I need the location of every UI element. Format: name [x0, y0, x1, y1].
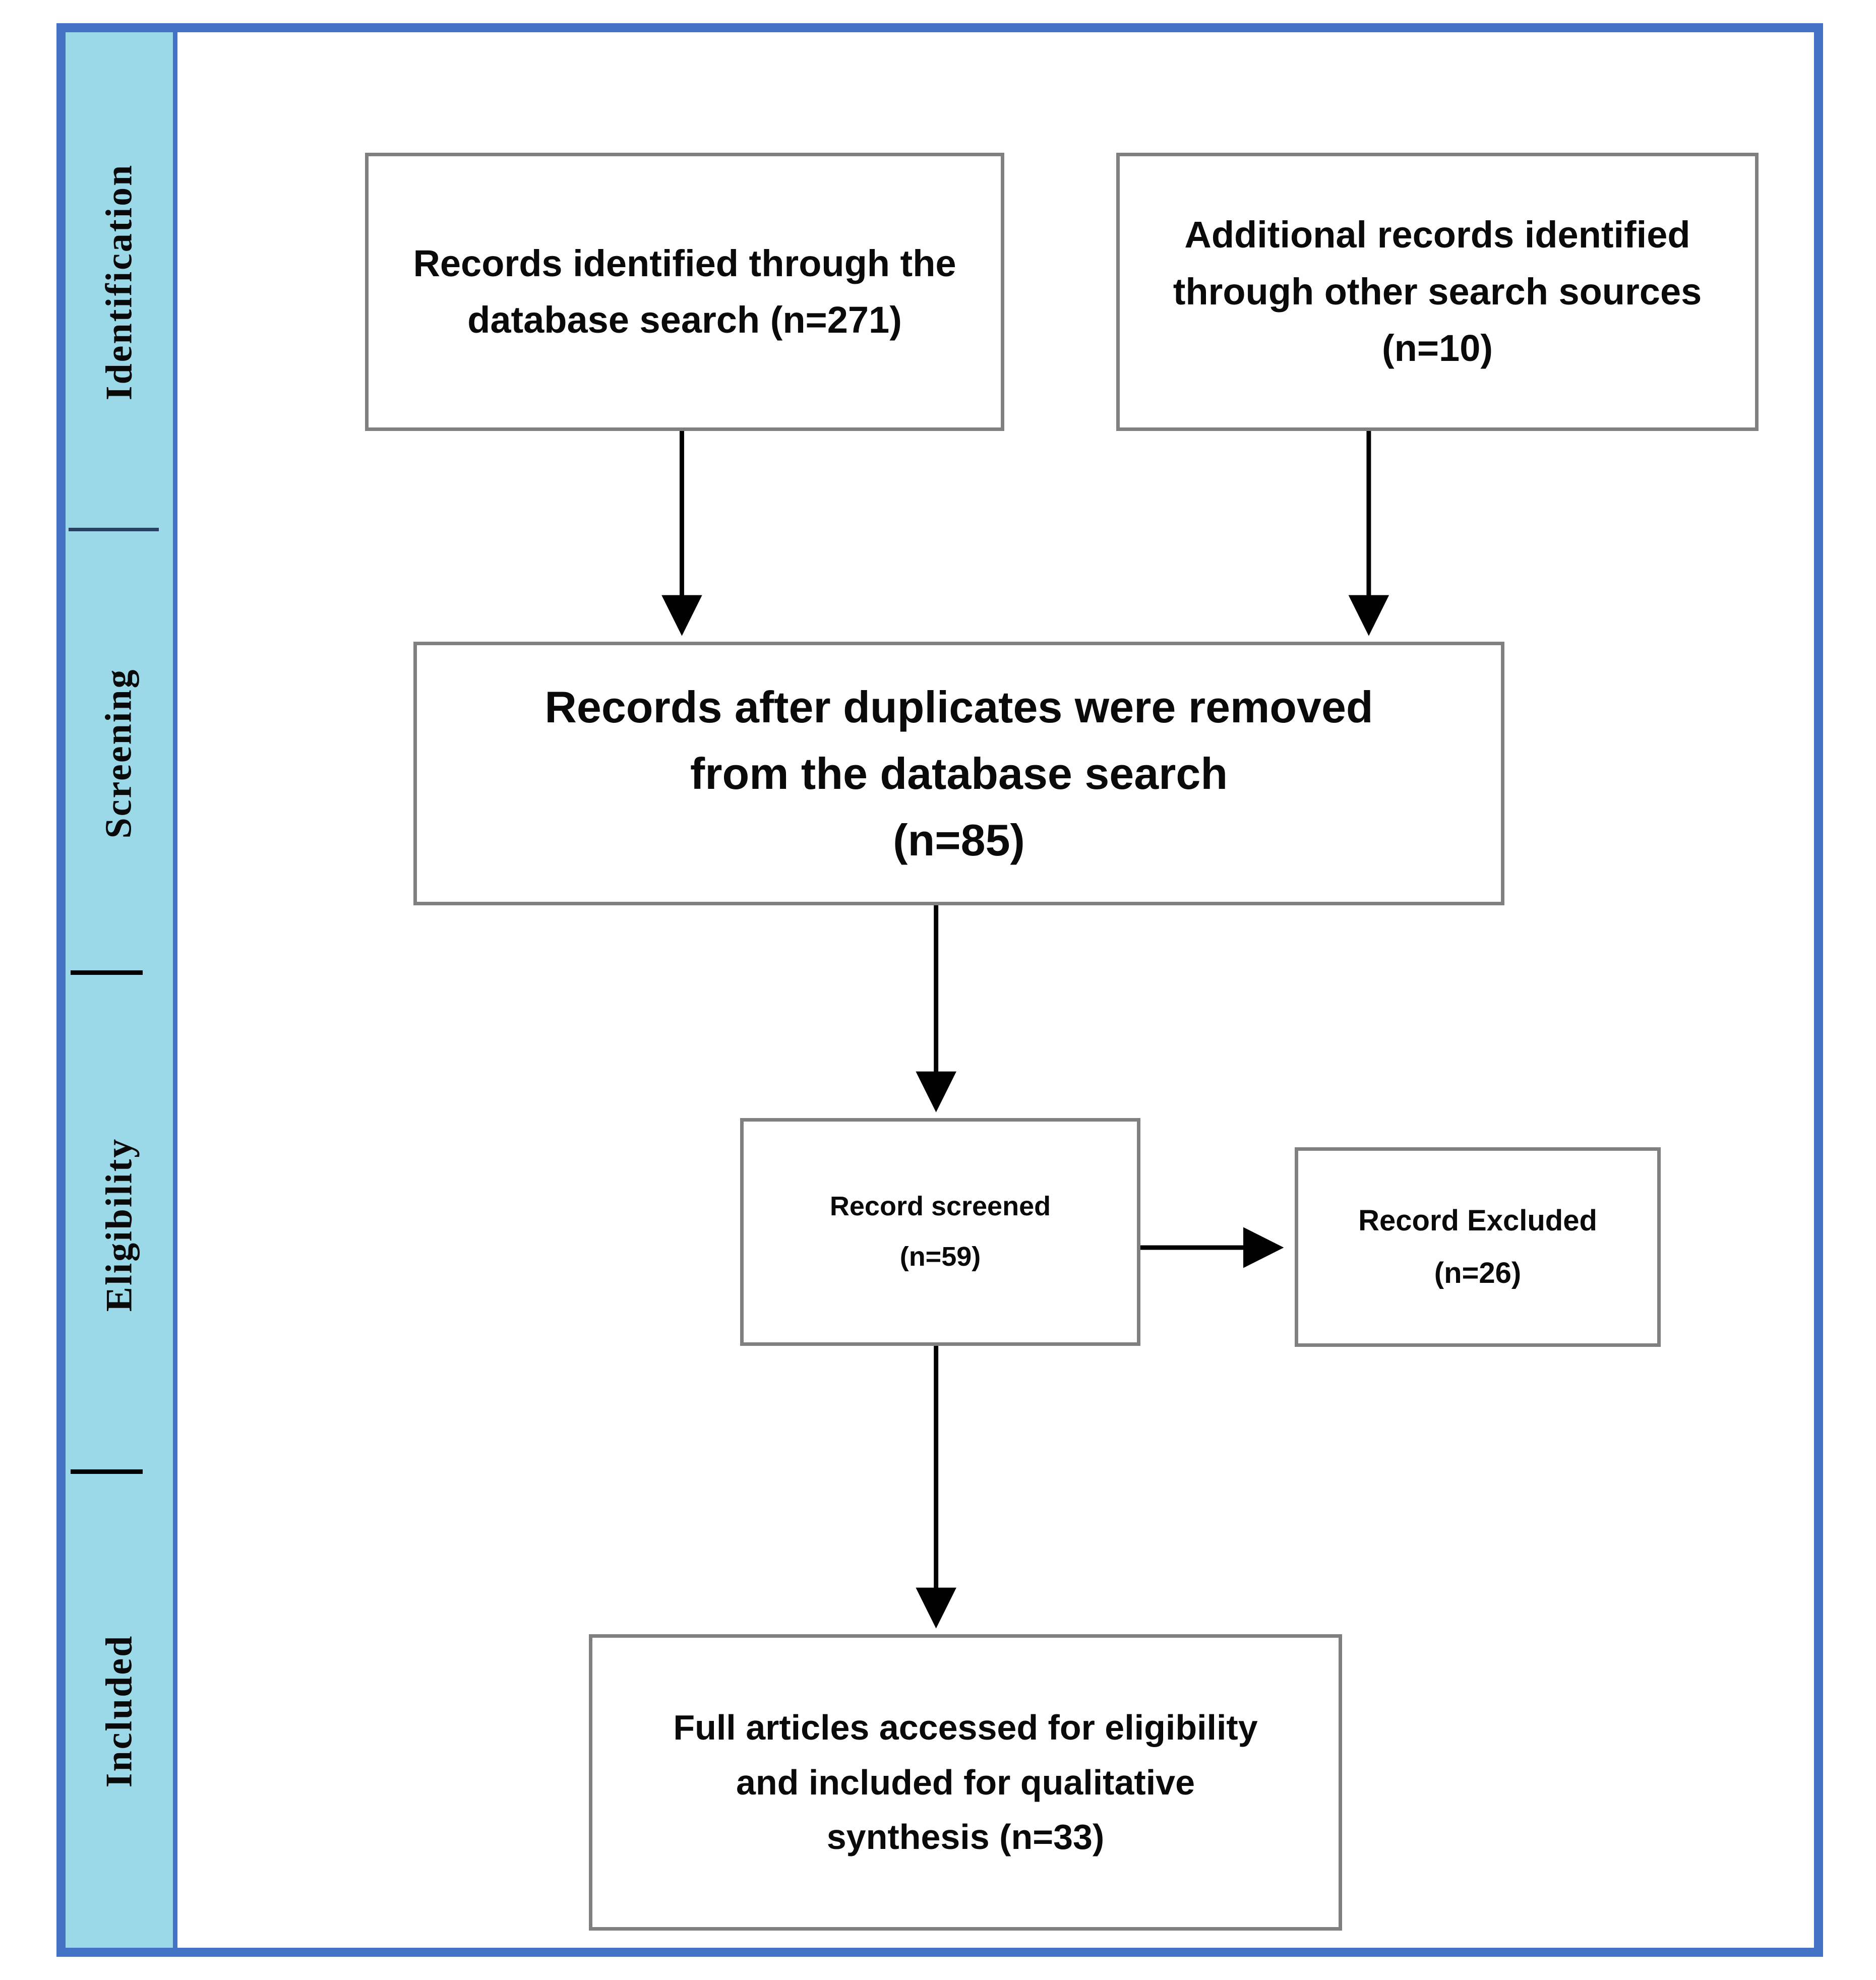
stage-label-included: Included	[98, 1634, 140, 1787]
node-line: Record Excluded	[1358, 1204, 1597, 1237]
node-record-screened: Record screened (n=59)	[740, 1118, 1140, 1346]
node-additional-records-other-sources: Additional records identified through ot…	[1116, 153, 1759, 431]
node-line: from the database search	[690, 748, 1228, 798]
node-line: (n=26)	[1434, 1257, 1522, 1289]
stage-label-screening: Screening	[98, 667, 140, 839]
node-line: synthesis (n=33)	[826, 1817, 1105, 1857]
node-line: Records after duplicates were removed	[544, 682, 1373, 732]
node-full-articles-included: Full articles accessed for eligibility a…	[589, 1634, 1342, 1931]
node-line: Full articles accessed for eligibility	[673, 1708, 1258, 1748]
stage-cell-identification: Identification	[66, 32, 173, 531]
stage-cell-screening: Screening	[66, 531, 173, 975]
node-line: (n=85)	[893, 815, 1025, 865]
node-line: (n=10)	[1381, 327, 1493, 369]
node-line: Records identified through the	[413, 242, 956, 284]
prisma-diagram-frame: Identification Screening Eligibility Inc…	[56, 23, 1823, 1957]
stage-label-identification: Identification	[98, 163, 140, 400]
node-line: through other search sources	[1173, 270, 1702, 313]
node-record-excluded: Record Excluded (n=26)	[1295, 1147, 1661, 1347]
node-line: and included for qualitative	[736, 1762, 1195, 1802]
node-records-after-duplicates-removed: Records after duplicates were removed fr…	[413, 642, 1504, 905]
stage-label-eligibility: Eligibility	[98, 1137, 140, 1312]
node-records-identified-database-search: Records identified through the database …	[365, 153, 1004, 431]
node-line: Record screened	[829, 1191, 1051, 1222]
stage-cell-included: Included	[66, 1474, 173, 1948]
node-line: database search (n=271)	[467, 299, 902, 341]
node-line: Additional records identified	[1184, 214, 1690, 256]
stage-cell-eligibility: Eligibility	[66, 975, 173, 1474]
node-line: (n=59)	[899, 1242, 981, 1272]
stage-sidebar: Identification Screening Eligibility Inc…	[66, 32, 177, 1948]
flow-area: Records identified through the database …	[177, 32, 1814, 1948]
